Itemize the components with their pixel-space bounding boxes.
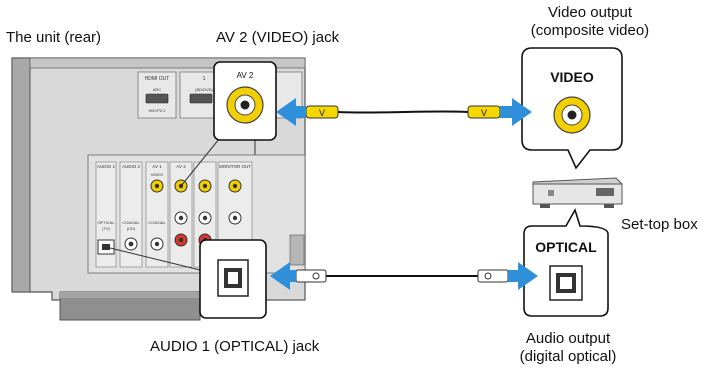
optical-plug-left	[295, 269, 327, 283]
video-plug-right-text: V	[481, 108, 487, 118]
cd-panel-text: (CD)	[127, 226, 136, 231]
video-output-callout: VIDEO	[521, 47, 623, 170]
video-callout-text: VIDEO	[550, 69, 594, 85]
video-output-label-line2: (composite video)	[530, 22, 650, 39]
audio2-panel-text: AUDIO 2	[122, 164, 141, 169]
hdcp-text: HDCP2.2	[149, 108, 167, 113]
arrow-left-icon	[270, 262, 296, 290]
set-top-box-label: Set-top box	[621, 216, 698, 233]
av1-panel-text: AV 1	[152, 164, 162, 169]
hdmi-out-text: HDMI OUT	[145, 76, 170, 82]
unit-rear-label: The unit (rear)	[6, 29, 102, 46]
video-cable: V V	[276, 98, 532, 126]
hdmi-1-sub-text: (BD/DVD)	[195, 87, 213, 92]
av2-panel-text: AV 2	[176, 164, 186, 169]
audio-output-label-line1: Audio output	[525, 330, 611, 347]
monitor-out-panel-text: MONITOR OUT	[219, 164, 251, 169]
set-top-box-icon	[532, 177, 623, 208]
arc-text: ARC	[153, 87, 162, 92]
video-output-label-line1: Video output	[548, 4, 632, 21]
tv-panel-text: (TV)	[102, 226, 110, 231]
video-plug-left-text: V	[319, 108, 325, 118]
audio-output-label-line2: (digital optical)	[519, 348, 617, 365]
video-panel-text: VIDEO	[151, 172, 163, 177]
optical-plug-right	[477, 269, 509, 283]
arrow-left-icon	[276, 98, 306, 126]
audio1-panel-text: AUDIO 1	[97, 164, 116, 169]
optical-callout-text: OPTICAL	[535, 239, 597, 255]
av2-callout-text: AV 2	[237, 71, 254, 80]
optical-panel-text: OPTICAL	[97, 220, 115, 225]
coaxial-panel-text: COAXIAL	[122, 220, 140, 225]
coaxial-av1-text: COAXIAL	[148, 220, 166, 225]
audio1-callout	[105, 239, 267, 319]
hdmi-1-text: 1	[203, 76, 206, 82]
optical-output-callout: OPTICAL	[523, 207, 609, 317]
av2-callout: AV 2	[180, 61, 277, 187]
optical-cable	[270, 262, 538, 290]
audio1-jack-label: AUDIO 1 (OPTICAL) jack	[150, 338, 320, 355]
arrow-right-icon	[508, 262, 538, 290]
arrow-right-icon	[500, 98, 532, 126]
av2-jack-label: AV 2 (VIDEO) jack	[216, 29, 340, 46]
